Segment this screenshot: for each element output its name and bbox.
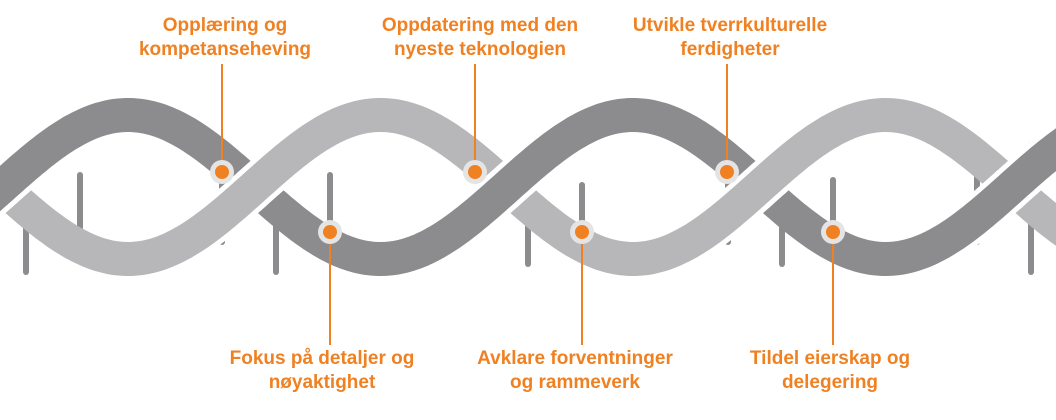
label-bottom-3: Tildel eierskap og delegering <box>700 347 960 395</box>
marker-dot <box>720 165 734 179</box>
marker-dot <box>215 165 229 179</box>
marker-dot <box>323 225 337 239</box>
marker-dot <box>826 225 840 239</box>
label-top-3: Utvikle tverrkulturelle ferdigheter <box>600 14 860 62</box>
marker-dot <box>575 225 589 239</box>
label-bottom-2: Avklare forventninger og rammeverk <box>445 347 705 395</box>
marker-dot <box>468 165 482 179</box>
label-bottom-1: Fokus på detaljer og nøyaktighet <box>192 347 452 395</box>
label-top-1: Opplæring og kompetanseheving <box>95 14 355 62</box>
label-top-2: Oppdatering med den nyeste teknologien <box>350 14 610 62</box>
